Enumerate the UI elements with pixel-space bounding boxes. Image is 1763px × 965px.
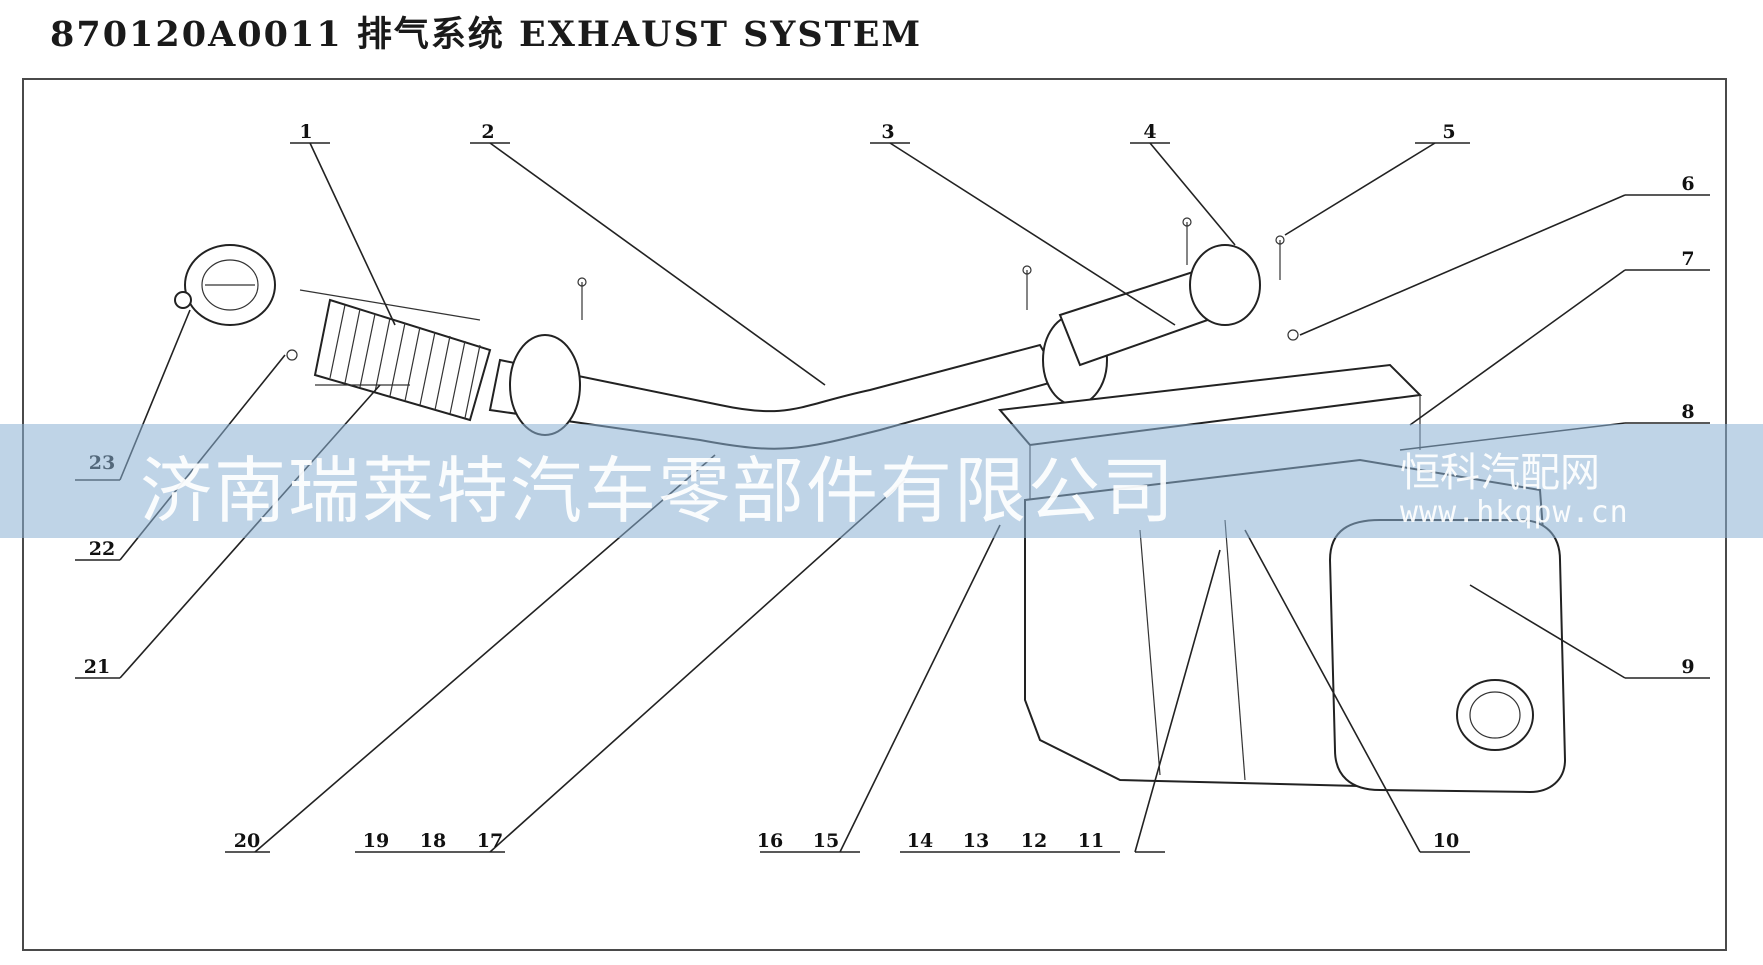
callout-11: 11 <box>1078 830 1104 852</box>
callout-7: 7 <box>1681 248 1694 270</box>
callout-13: 13 <box>963 830 989 852</box>
callout-1: 1 <box>299 121 312 143</box>
callout-17: 17 <box>477 830 503 852</box>
callout-20: 20 <box>234 830 260 852</box>
flange-clamp <box>174 244 276 326</box>
callout-12: 12 <box>1021 830 1047 852</box>
watermark-band <box>0 424 1763 538</box>
front-pipe <box>488 314 1108 450</box>
callout-14: 14 <box>907 830 933 852</box>
watermark-brand: 恒科汽配网 <box>1400 450 1600 496</box>
callout-18: 18 <box>420 830 446 852</box>
callout-3: 3 <box>881 121 894 143</box>
bolts <box>286 217 1299 361</box>
watermark-site: www.hkqpw.cn <box>1400 495 1629 530</box>
callout-5: 5 <box>1442 121 1455 143</box>
muffler <box>1024 458 1567 794</box>
watermark-company: 济南瑞莱特汽车零部件有限公司 <box>140 449 1177 533</box>
callout-9: 9 <box>1681 656 1694 678</box>
callout-8: 8 <box>1681 401 1694 423</box>
callout-15: 15 <box>813 830 839 852</box>
callout-10: 10 <box>1433 830 1459 852</box>
callout-21: 21 <box>84 656 110 678</box>
callout-16: 16 <box>757 830 783 852</box>
callout-19: 19 <box>363 830 389 852</box>
callout-2: 2 <box>481 121 494 143</box>
callout-6: 6 <box>1681 173 1694 195</box>
callout-22: 22 <box>89 538 115 560</box>
callout-4: 4 <box>1143 121 1156 143</box>
flexible-bellows <box>299 289 492 422</box>
page-title: 870120A0011 排气系统 EXHAUST SYSTEM <box>50 14 923 55</box>
rear-pipe <box>1058 244 1261 367</box>
